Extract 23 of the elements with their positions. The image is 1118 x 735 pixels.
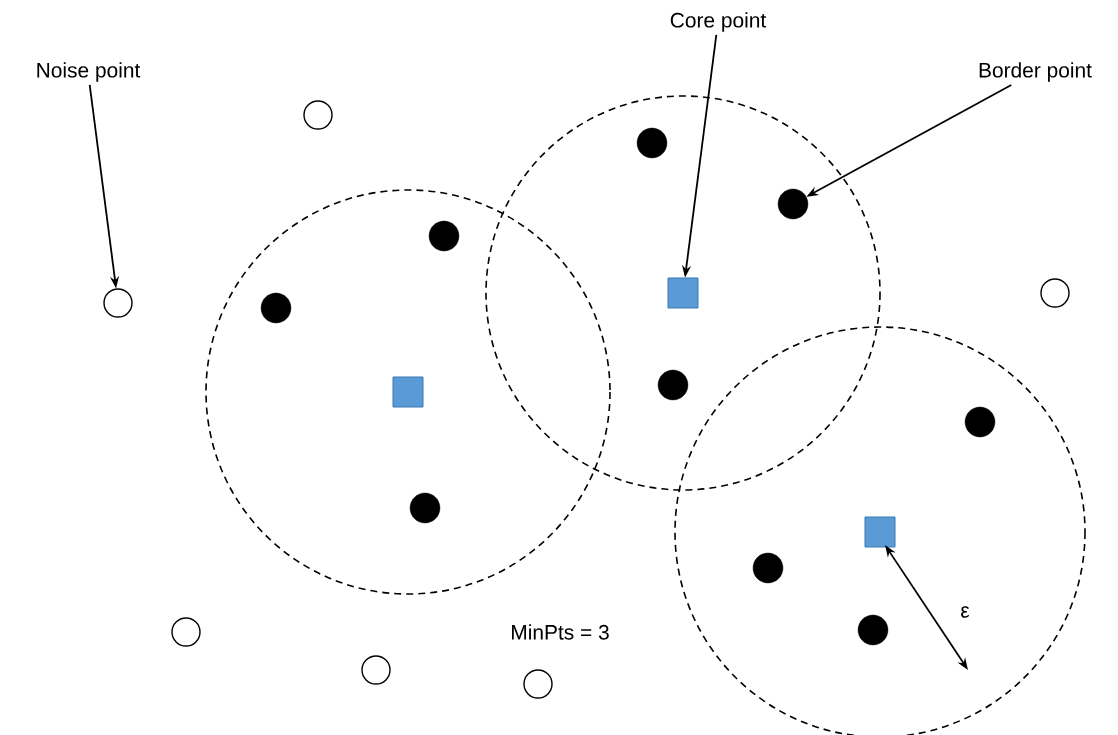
filled-point [636, 127, 668, 159]
hollow-point [171, 617, 201, 647]
callout-label: Noise point [37, 62, 141, 82]
square-point [864, 516, 896, 548]
hollow-point [523, 669, 553, 699]
filled-point [964, 406, 996, 438]
hollow-point [1040, 278, 1070, 308]
filled-point [752, 552, 784, 584]
filled-point [857, 614, 889, 646]
hollow-point [303, 100, 333, 130]
callout-label: Border point [979, 62, 1092, 82]
hollow-point [361, 655, 391, 685]
hollow-point [103, 288, 133, 318]
square-point [667, 277, 699, 309]
filled-point [657, 369, 689, 401]
callout-label: Core point [670, 12, 767, 32]
filled-point [428, 220, 460, 252]
epsilon-label: ε [961, 606, 970, 618]
filled-point [777, 188, 809, 220]
square-point [392, 376, 424, 408]
filled-point [409, 492, 441, 524]
parameter-label: MinPts = 3 [512, 624, 609, 640]
filled-point [260, 292, 292, 324]
